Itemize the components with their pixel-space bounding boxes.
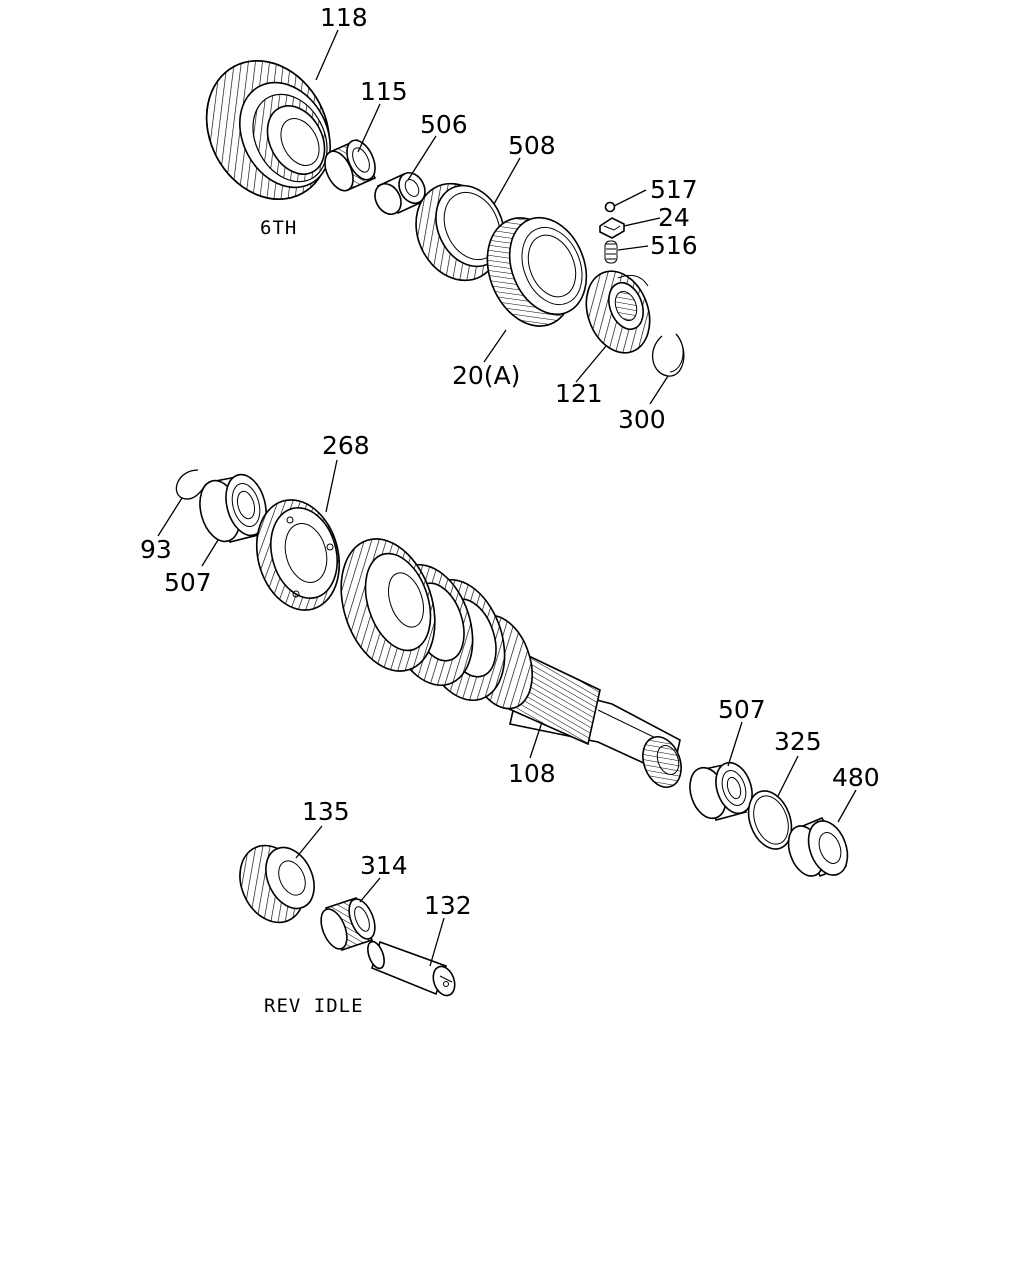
- label-135: 135: [302, 797, 350, 826]
- label-517: 517: [650, 175, 698, 204]
- gear-268: [255, 499, 341, 611]
- gear-135: [239, 844, 315, 924]
- spring-516: [604, 240, 618, 264]
- label-506: 506: [420, 110, 468, 139]
- leader-lines: [157, 29, 857, 967]
- caption-6th: 6TH: [260, 217, 297, 239]
- bearing-115: [324, 138, 377, 192]
- label-118: 118: [320, 3, 368, 32]
- ball-517: [604, 201, 616, 213]
- hub-121: [585, 270, 651, 354]
- collar-506: [374, 171, 426, 216]
- label-93: 93: [140, 535, 172, 564]
- label-121: 121: [555, 379, 603, 408]
- cap-480: [787, 816, 849, 878]
- label-300: 300: [618, 405, 666, 434]
- label-507-left: 507: [164, 568, 212, 597]
- bearing-507-left: [199, 473, 267, 543]
- label-268: 268: [322, 431, 370, 460]
- key-24: [599, 217, 625, 239]
- label-115: 115: [360, 77, 408, 106]
- bearing-507-right: [689, 761, 753, 821]
- caption-rev-idle: REV IDLE: [264, 995, 364, 1017]
- part-labels: 118 115 506 508 517 24 516 20(A) 121 300…: [140, 3, 880, 920]
- label-108: 108: [508, 759, 556, 788]
- label-480: 480: [832, 763, 880, 792]
- ring-325: [747, 790, 793, 850]
- label-325: 325: [774, 727, 822, 756]
- shaft-132: [367, 940, 456, 997]
- snapring-300: [651, 333, 685, 377]
- label-507-right: 507: [718, 695, 766, 724]
- countershaft-108: [340, 538, 682, 788]
- label-132: 132: [424, 891, 472, 920]
- ring-508: [415, 182, 505, 282]
- bearing-314: [320, 896, 376, 952]
- label-20a: 20(A): [452, 361, 520, 390]
- sleeve-20a: [486, 216, 588, 327]
- gear-118: [205, 60, 331, 200]
- label-24: 24: [658, 203, 690, 232]
- label-508: 508: [508, 131, 556, 160]
- label-314: 314: [360, 851, 408, 880]
- label-516: 516: [650, 231, 698, 260]
